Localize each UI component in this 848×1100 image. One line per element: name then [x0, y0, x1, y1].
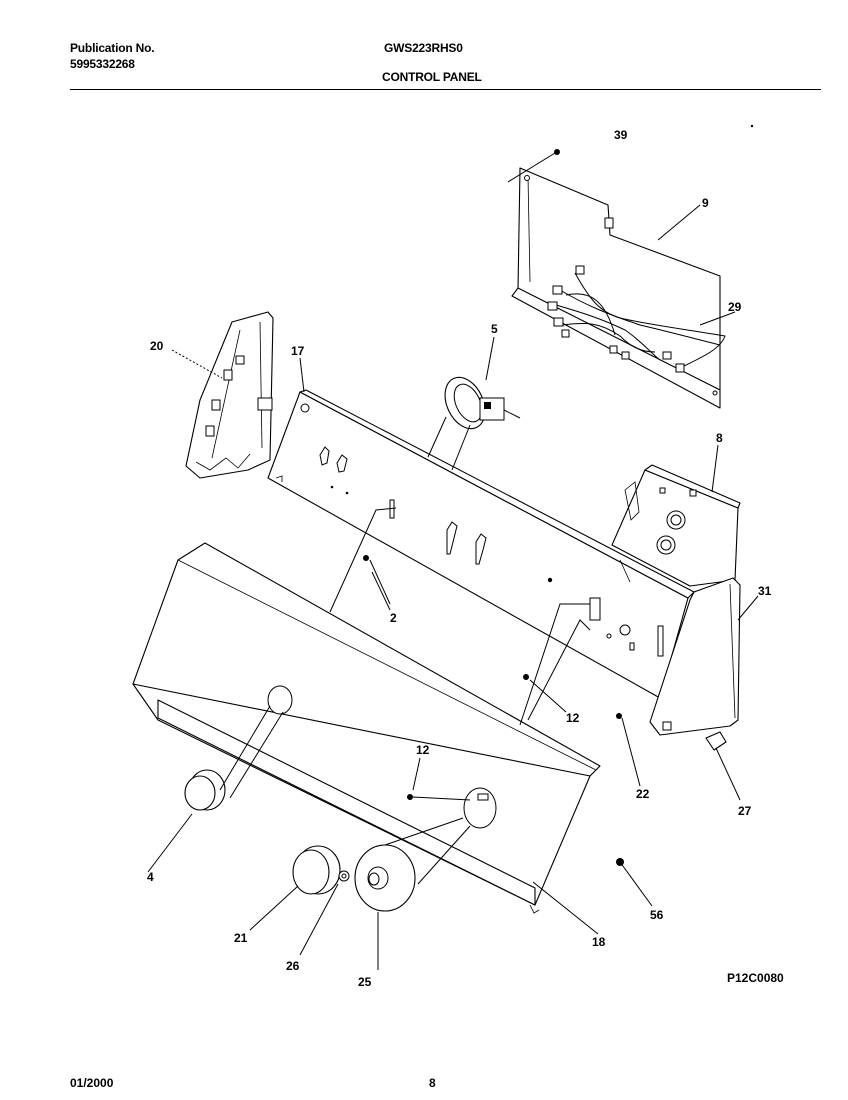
part-56-screw — [616, 858, 653, 907]
part-39-screw — [507, 149, 560, 183]
section-title: CONTROL PANEL — [382, 70, 482, 84]
footer-date: 01/2000 — [70, 1076, 114, 1090]
part-9-rear-panel — [511, 167, 721, 409]
part-26-washer — [338, 870, 350, 882]
label-20: 20 — [150, 339, 164, 353]
label-22: 22 — [636, 787, 650, 801]
label-5: 5 — [491, 322, 498, 336]
part-5-pressure-switch — [427, 376, 521, 471]
page-number: 8 — [429, 1076, 436, 1090]
part-12-screw-upper — [519, 597, 601, 726]
part-8-timer-module — [611, 464, 741, 587]
label-4: 4 — [147, 870, 154, 884]
label-12-lower: 12 — [416, 743, 430, 757]
part-17-console-panel — [267, 389, 695, 699]
label-25: 25 — [358, 975, 372, 989]
label-8: 8 — [716, 431, 723, 445]
label-2: 2 — [390, 611, 397, 625]
publication-label: Publication No. — [70, 41, 155, 55]
part-31-right-end-cap — [649, 577, 759, 736]
stray-mark — [750, 124, 754, 128]
label-56: 56 — [650, 908, 664, 922]
part-25-timer-dial — [354, 817, 471, 912]
part-29-wire-harness — [547, 265, 726, 373]
figure-code: P12C0080 — [727, 971, 784, 985]
label-18: 18 — [592, 935, 606, 949]
label-17: 17 — [291, 344, 305, 358]
label-12-upper: 12 — [566, 711, 580, 725]
label-21: 21 — [234, 931, 248, 945]
model-number: GWS223RHS0 — [384, 41, 463, 55]
part-21-knob — [292, 845, 341, 895]
label-27: 27 — [738, 804, 752, 818]
header-rule — [70, 89, 821, 90]
part-12-screw-lower — [407, 757, 471, 801]
label-39: 39 — [614, 128, 628, 142]
leader-lines — [147, 204, 736, 970]
part-22-screw — [616, 713, 641, 787]
label-9: 9 — [702, 196, 709, 210]
part-4-knob — [184, 705, 284, 811]
label-26: 26 — [286, 959, 300, 973]
publication-number: 5995332268 — [70, 57, 135, 71]
part-labels: 39 9 29 20 17 5 8 31 2 12 12 22 27 4 21 … — [147, 128, 784, 989]
part-2-clip — [329, 507, 397, 613]
part-27-clip — [705, 731, 741, 801]
label-31: 31 — [758, 584, 772, 598]
part-18-console-front — [132, 542, 601, 914]
part-20-left-bracket — [185, 311, 274, 479]
label-29: 29 — [728, 300, 742, 314]
